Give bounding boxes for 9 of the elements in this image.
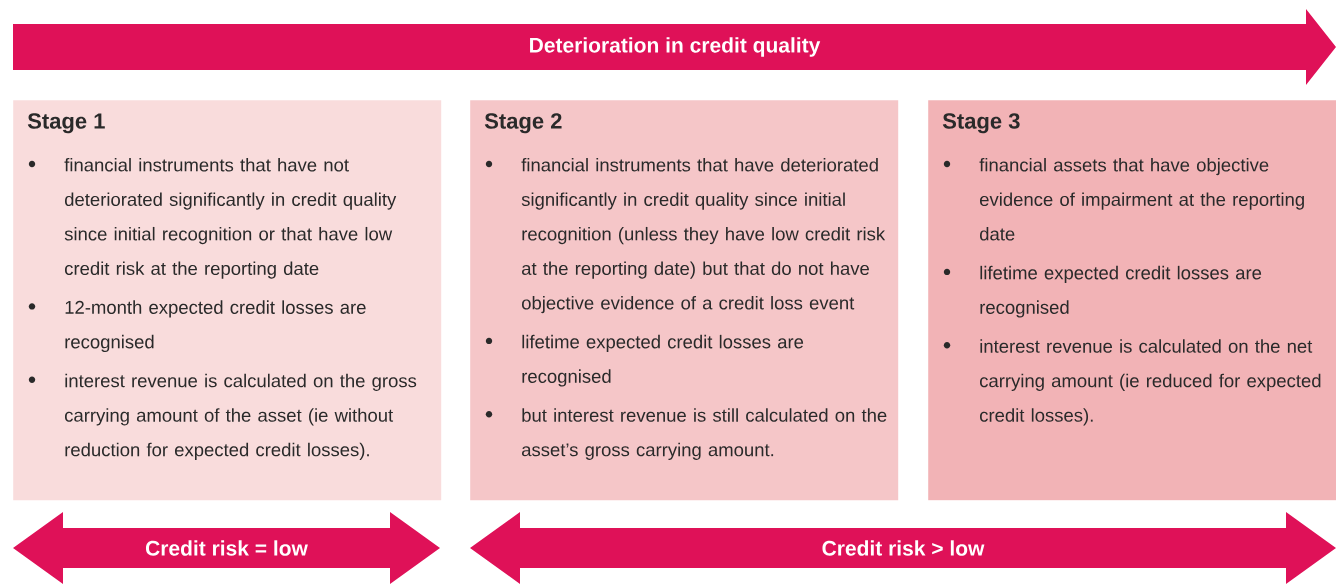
label-banner: Credit risk > low — [470, 512, 1336, 584]
bullet-item: interest revenue is calculated on the gross carrying amount of the asset (ie without reduction for expected credit losses). — [28, 373, 417, 460]
bullet-item: interest revenue is calculated on the net carrying amount (ie reduced for expected credit losses). — [943, 339, 1321, 426]
stage-heading: Stage 1 — [27, 113, 105, 134]
label-banner: Credit risk = low — [13, 512, 440, 584]
stage-heading: Stage 3 — [942, 113, 1020, 134]
stage-heading: Stage 2 — [484, 113, 562, 134]
bullet-item: but interest revenue is still calculated on the asset’s gross carrying amount. — [485, 408, 887, 460]
bullet-item: financial instruments that have not deteriorated significantly in credit quality since initial recognition or that have low credit risk at the reporting date — [28, 157, 397, 279]
